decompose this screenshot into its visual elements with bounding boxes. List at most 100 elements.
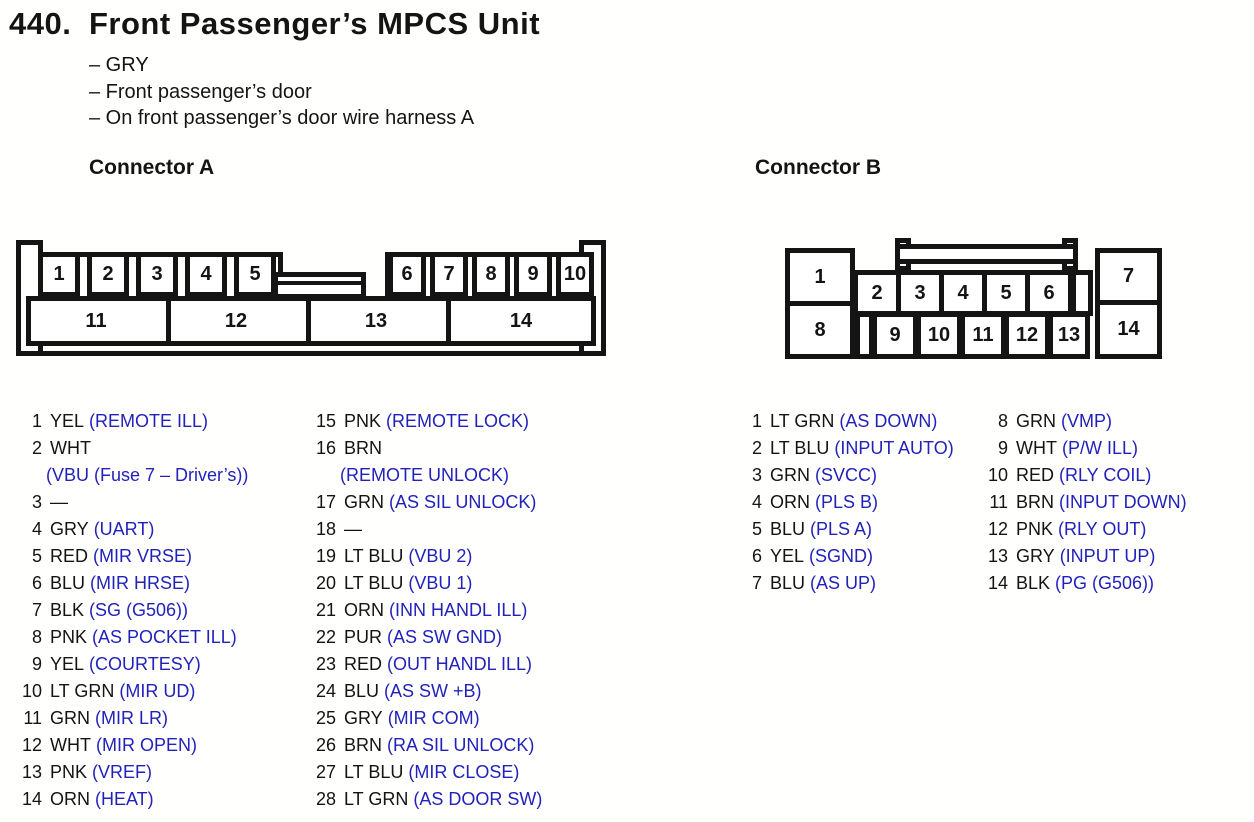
- wire-color: —: [344, 519, 362, 539]
- connA-pin-box-14: 14: [509, 309, 533, 332]
- connA-shell-segment: [38, 342, 43, 356]
- wire-color: LT BLU: [770, 438, 830, 458]
- pin-function: (MIR VRSE): [93, 546, 193, 566]
- pin-row: 18—: [310, 516, 610, 543]
- wire-color: GRN: [50, 708, 90, 728]
- pin-number: 20: [315, 573, 336, 593]
- connB-pin-box-6: 6: [1025, 270, 1073, 316]
- pin-number: 11: [989, 492, 1008, 512]
- pin-function: (AS DOOR SW): [413, 789, 543, 809]
- wire-color: PNK: [1016, 519, 1054, 539]
- connA-pin-box-2: 2: [87, 252, 129, 297]
- wire-color: PNK: [50, 627, 88, 647]
- wire-color: WHT: [50, 438, 91, 458]
- wire-color: PNK: [344, 411, 382, 431]
- pin-number: 1: [751, 411, 762, 431]
- pin-number: 13: [21, 762, 42, 782]
- pin-function: (VREF): [92, 762, 153, 782]
- connA-pin-box-3: 3: [136, 252, 178, 297]
- pin-number: 27: [315, 762, 336, 782]
- pin-number: 11: [23, 708, 42, 728]
- pin-function: (INPUT AUTO): [834, 438, 954, 458]
- pin-number: 2: [31, 438, 42, 458]
- wire-color: RED: [50, 546, 89, 566]
- pin-function: (REMOTE UNLOCK): [340, 465, 510, 485]
- pin-function: (INPUT UP): [1059, 546, 1156, 566]
- pin-number: 16: [315, 438, 336, 458]
- connA-shell-segment: [38, 240, 43, 256]
- section-number: 440.: [9, 6, 72, 41]
- pin-number: 13: [987, 546, 1008, 566]
- wire-color: ORN: [770, 492, 810, 512]
- connB-pin-box-11: 11: [960, 312, 1006, 359]
- connA-shell-segment: [579, 240, 584, 256]
- connA-pin-box-4: 4: [185, 252, 227, 297]
- connB-blank-cell-bottom: [855, 312, 874, 359]
- pin-function: (SGND): [809, 546, 874, 566]
- pin-number: 9: [31, 654, 42, 674]
- pin-number: 19: [315, 546, 336, 566]
- wire-color: GRY: [50, 519, 89, 539]
- wire-color: WHT: [1016, 438, 1057, 458]
- connB-pin-box-10: 10: [916, 312, 962, 359]
- connA-keyway-line: [275, 281, 364, 285]
- wire-color: ORN: [344, 600, 384, 620]
- pin-number: 8: [31, 627, 42, 647]
- connA-pin-box-1: 1: [38, 252, 80, 297]
- wire-color: RED: [1016, 465, 1055, 485]
- wire-color: LT GRN: [50, 681, 115, 701]
- page-title: Front Passenger’s MPCS Unit: [89, 6, 541, 41]
- wire-color: LT BLU: [344, 762, 404, 782]
- pin-function: (REMOTE LOCK): [386, 411, 530, 431]
- wire-color: LT GRN: [344, 789, 409, 809]
- wire-color: YEL: [50, 411, 85, 431]
- wire-color: BRN: [1016, 492, 1055, 512]
- pin-function: (P/W ILL): [1061, 438, 1138, 458]
- pin-number: 23: [315, 654, 336, 674]
- connector-a-diagram: 1 2 3 4 5 6 7 8 9 10 11 12 13 14: [14, 238, 608, 358]
- connA-pin-box-10: 10: [556, 252, 594, 297]
- wire-color: GRN: [1016, 411, 1056, 431]
- pin-function: (HEAT): [95, 789, 154, 809]
- connA-pin-box-6: 6: [388, 252, 426, 297]
- pin-number: 14: [987, 573, 1008, 593]
- pin-function: (AS SIL UNLOCK): [389, 492, 537, 512]
- pin-row: 1 YEL(REMOTE ILL): [16, 408, 306, 435]
- connA-shell-segment: [16, 351, 43, 356]
- connB-pin-box-12: 12: [1004, 312, 1050, 359]
- pin-function: (MIR HRSE): [90, 573, 191, 593]
- pin-number: 26: [315, 735, 336, 755]
- pin-function: (MIR UD): [119, 681, 196, 701]
- connA-shell-bottom-edge: [38, 351, 584, 356]
- pin-number: 15: [315, 411, 336, 431]
- wire-color: WHT: [50, 735, 91, 755]
- note-line: – GRY: [89, 54, 149, 76]
- wire-color: LT BLU: [344, 546, 404, 566]
- pin-number: 4: [31, 519, 42, 539]
- pin-function: (RA SIL UNLOCK): [387, 735, 535, 755]
- pin-number: 1: [31, 411, 42, 431]
- connector-a-heading: Connector A: [89, 156, 215, 179]
- connB-pin-box-13: 13: [1048, 312, 1090, 359]
- connA-row-divider: [446, 296, 451, 346]
- connB-pin-box-4: 4: [939, 270, 987, 316]
- pin-function: (REMOTE ILL): [89, 411, 209, 431]
- connector-notes: – GRY – Front passenger’s door – On fron…: [89, 52, 474, 132]
- pin-function: (INN HANDL ILL): [389, 600, 528, 620]
- pin-function: (MIR CLOSE): [408, 762, 520, 782]
- pin-function: (VBU 2): [408, 546, 473, 566]
